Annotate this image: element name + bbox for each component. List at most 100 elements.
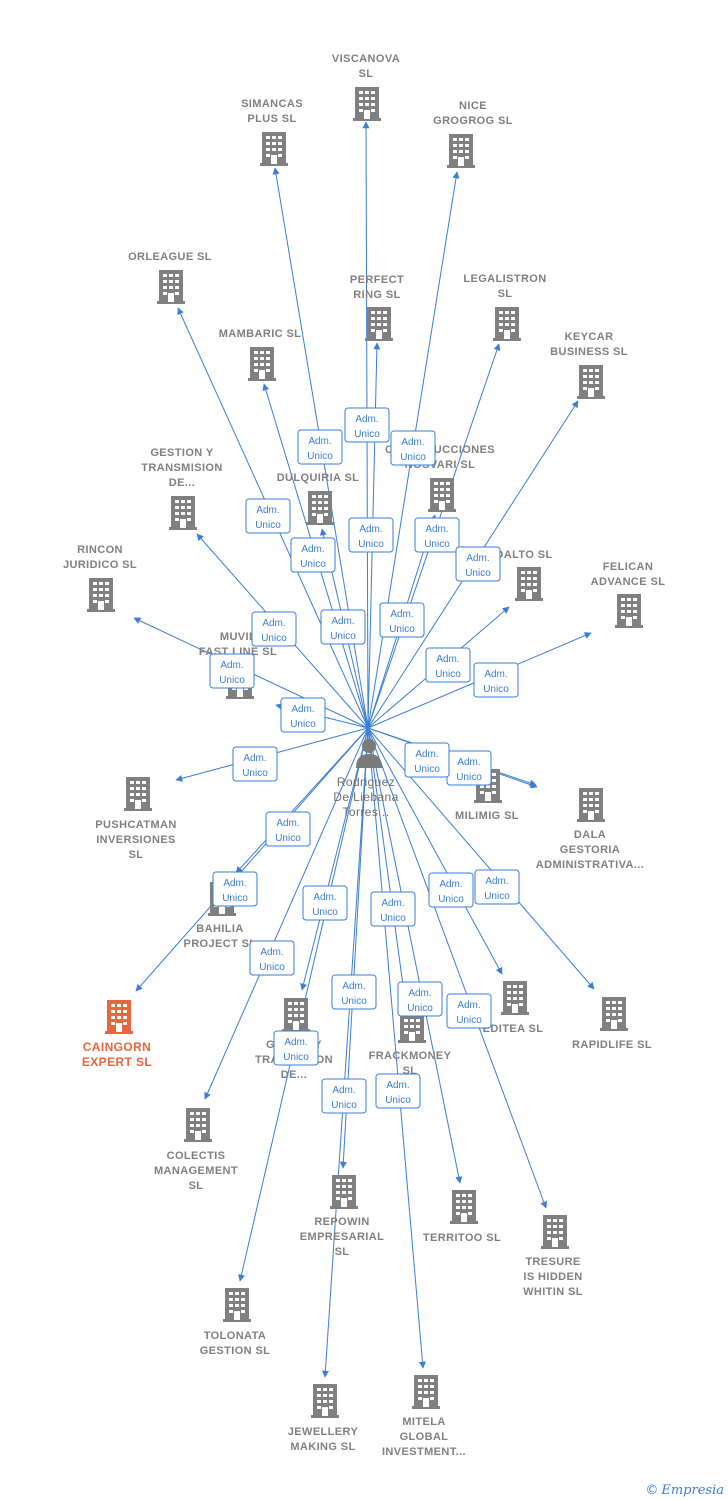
company-label-line: INVERSIONES — [96, 834, 176, 846]
company-node-dala[interactable]: DALAGESTORIAADMINISTRATIVA... — [536, 788, 644, 871]
company-label-line: GROGROG SL — [433, 115, 513, 127]
role-badge-text: Unico — [330, 631, 356, 642]
role-badge: Adm.Unico — [302, 885, 348, 921]
company-label-line: ORLEAGUE SL — [128, 251, 212, 263]
company-node-orleague[interactable]: ORLEAGUE SL — [128, 251, 212, 304]
company-label-line: SL — [129, 849, 144, 861]
role-badge-text: Adm. — [359, 524, 382, 535]
role-badge-text: Unico — [354, 429, 380, 440]
role-badge-text: Unico — [300, 559, 326, 570]
company-label-line: COLECTIS — [167, 1150, 226, 1162]
company-label-line: FELICAN — [603, 561, 653, 573]
building-icon — [248, 347, 276, 381]
edge-tresure — [367, 727, 548, 1209]
company-node-bahilia[interactable]: BAHILIA PROJECT SL — [183, 882, 256, 950]
building-icon — [223, 1288, 251, 1322]
building-icon — [184, 1108, 212, 1142]
role-badge: Adm.Unico — [297, 429, 343, 465]
company-label-line: TRANSMISION — [141, 462, 222, 474]
role-badge-text: Adm. — [390, 609, 413, 620]
edge-caingorn — [135, 727, 369, 992]
role-badge-text: Unico — [242, 768, 268, 779]
role-badge-text: Adm. — [331, 616, 354, 627]
role-badge: Adm.Unico — [370, 891, 416, 927]
company-node-mitela[interactable]: MITELAGLOBALINVESTMENT... — [382, 1375, 466, 1458]
role-badge: Adm.Unico — [404, 742, 450, 778]
role-badge: Adm.Unico — [265, 811, 311, 847]
role-badge: Adm. Unico — [331, 974, 377, 1010]
watermark: ©Empresia — [645, 1483, 724, 1498]
company-label-line: PROJECT SL — [183, 938, 256, 950]
role-badge-text: Adm. — [243, 753, 266, 764]
role-badge: Adm.Unico — [249, 940, 295, 976]
role-badge-text: Unico — [307, 451, 333, 462]
role-badge-text: Unico — [341, 996, 367, 1007]
company-label-line: NICE — [459, 100, 487, 112]
company-label-line: EMPRESARIAL — [300, 1231, 384, 1243]
building-icon — [260, 132, 288, 166]
edge-colectis — [204, 727, 369, 1100]
role-badge: Adm.Unico — [446, 750, 492, 786]
role-badge: Adm.Unico — [245, 498, 291, 534]
company-label-line: MILIMIG SL — [455, 810, 519, 822]
building-icon — [541, 1215, 569, 1249]
role-badge: Adm.Unico — [446, 993, 492, 1029]
role-badge: Adm. Unico — [232, 746, 278, 782]
edge-territoo — [367, 727, 463, 1184]
company-label-line: PLUS SL — [247, 113, 296, 125]
role-badge-text: Unico — [456, 1015, 482, 1026]
edge-editea — [367, 727, 503, 975]
company-node-milimig[interactable]: MILIMIG SL — [455, 769, 519, 822]
company-node-gestion-transmision[interactable]: GESTION YTRANSMISIONDE... — [141, 447, 222, 530]
company-label-line: GESTION SL — [200, 1345, 271, 1357]
building-icon — [600, 997, 628, 1031]
company-node-editea[interactable]: EDITEA SL — [483, 981, 544, 1035]
company-label-line: DALA — [574, 829, 606, 841]
role-badge-text: Adm. — [439, 879, 462, 890]
company-node-dulquiria[interactable]: DULQUIRIA SL — [277, 472, 360, 525]
company-node-dalto[interactable]: DALTO SL — [495, 549, 552, 601]
role-badge-text: Unico — [414, 764, 440, 775]
company-node-felican[interactable]: FELICAN ADVANCE SL — [591, 561, 666, 628]
role-badge: Adm.Unico — [473, 662, 519, 698]
company-label-line: TRESURE — [525, 1256, 580, 1268]
company-node-territoo[interactable]: TERRITOO SL — [423, 1190, 501, 1244]
role-badge-text: Adm. — [457, 757, 480, 768]
role-badge-text: Unico — [312, 907, 338, 918]
company-label-line: BAHILIA — [196, 923, 243, 935]
role-badge: Adm.Unico — [348, 517, 394, 553]
role-badge: Adm.Unico — [397, 981, 443, 1017]
company-label-line: CAINGORN — [83, 1040, 152, 1054]
company-label-line: KEYCAR — [565, 331, 614, 343]
building-icon — [105, 1000, 133, 1034]
company-node-mambaric[interactable]: MAMBARIC SL — [219, 328, 302, 381]
person-name-line: Torres... — [343, 805, 390, 819]
company-node-rapidlife[interactable]: RAPIDLIFE SL — [572, 997, 652, 1051]
role-badge-text: Adm. — [342, 981, 365, 992]
company-label-line: RAPIDLIFE SL — [572, 1039, 652, 1051]
company-label-line: ADVANCE SL — [591, 576, 666, 588]
building-icon — [124, 777, 152, 811]
company-node-nice-grogrog[interactable]: NICE GROGROG SL — [433, 100, 513, 168]
company-label-line: INVESTMENT... — [382, 1446, 466, 1458]
role-badge: Adm.Unico — [212, 871, 258, 907]
role-badge-text: Unico — [424, 539, 450, 550]
edge-bahilia — [235, 727, 369, 874]
company-label-line: MUVIL — [220, 631, 256, 643]
